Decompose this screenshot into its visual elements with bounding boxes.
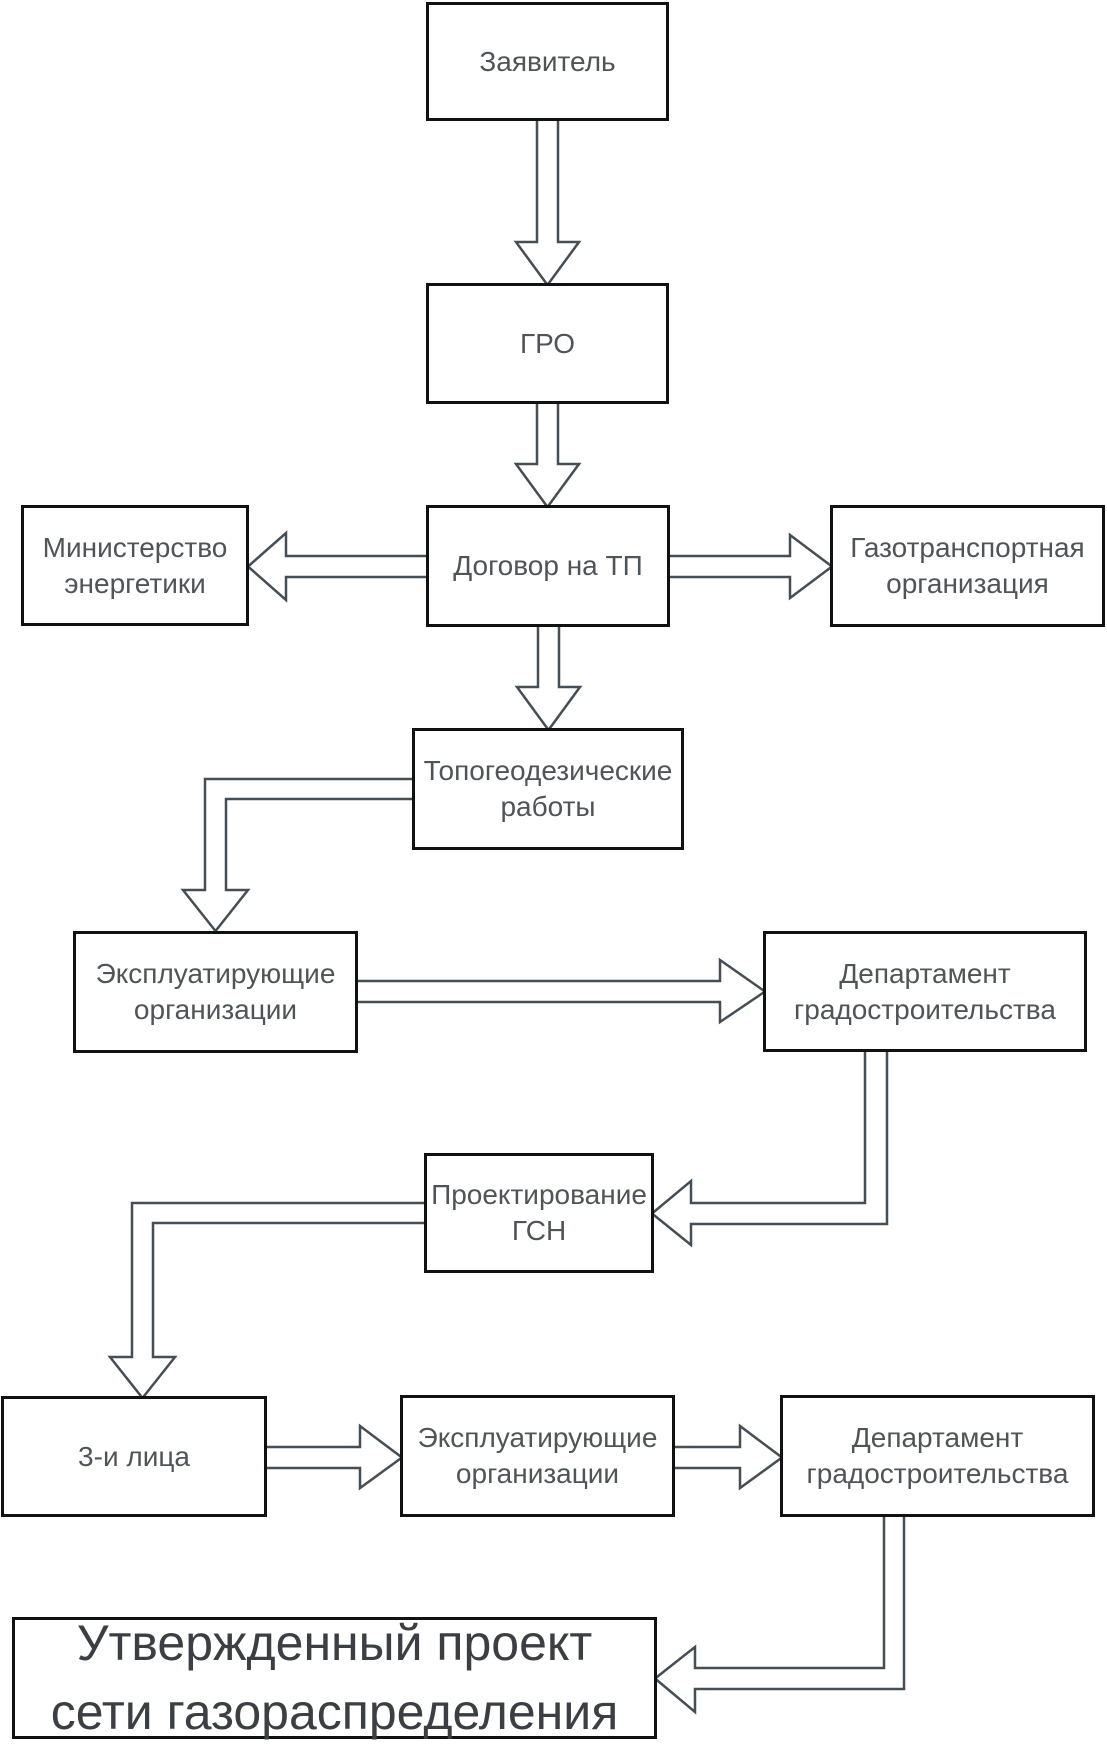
node-topo-geodesic-works: Топогеодезические работы [412,728,684,850]
node-operating-orgs-2: Эксплуатирующие организации [400,1395,675,1517]
arrow-urban-2-to-approved-project [653,1511,906,1715]
node-contract-tp: Договор на ТП [426,505,670,627]
approved-project-line-2: сети газораспределения [50,1684,619,1740]
node-urban-planning-dept-2: Департамент градостроительства [780,1395,1095,1517]
arrow-operating-2-to-urban-2 [669,1423,785,1491]
node-gsn-design: Проектирование ГСН [424,1153,654,1273]
arrow-third-parties-to-operating-2 [261,1423,405,1491]
arrow-urban-1-to-gsn-design [650,1046,889,1248]
arrow-topo-to-operating-1 [180,777,418,934]
arrow-operating-1-to-urban-1 [352,957,768,1025]
node-gro: ГРО [426,283,669,404]
node-approved-project: Утвержденный проект сети газораспределен… [12,1615,657,1740]
node-operating-orgs-1: Эксплуатирующие организации [73,931,358,1053]
arrow-applicant-to-gro [513,115,582,288]
arrow-gsn-design-to-third-parties [107,1201,430,1401]
arrow-gro-to-contract [513,398,582,510]
arrow-contract-to-ministry [246,530,432,603]
approved-project-line-1: Утвержденный проект [76,1615,593,1671]
node-applicant: Заявитель [426,2,669,121]
arrow-contract-to-topo [514,621,583,733]
node-third-parties: 3-и лица [1,1396,267,1517]
node-ministry-energy: Министерство энергетики [21,505,249,626]
node-gas-transport-org: Газотранспортная организация [830,505,1105,627]
arrow-contract-to-gas-transport [664,532,835,601]
node-urban-planning-dept-1: Департамент градостроительства [763,931,1087,1052]
